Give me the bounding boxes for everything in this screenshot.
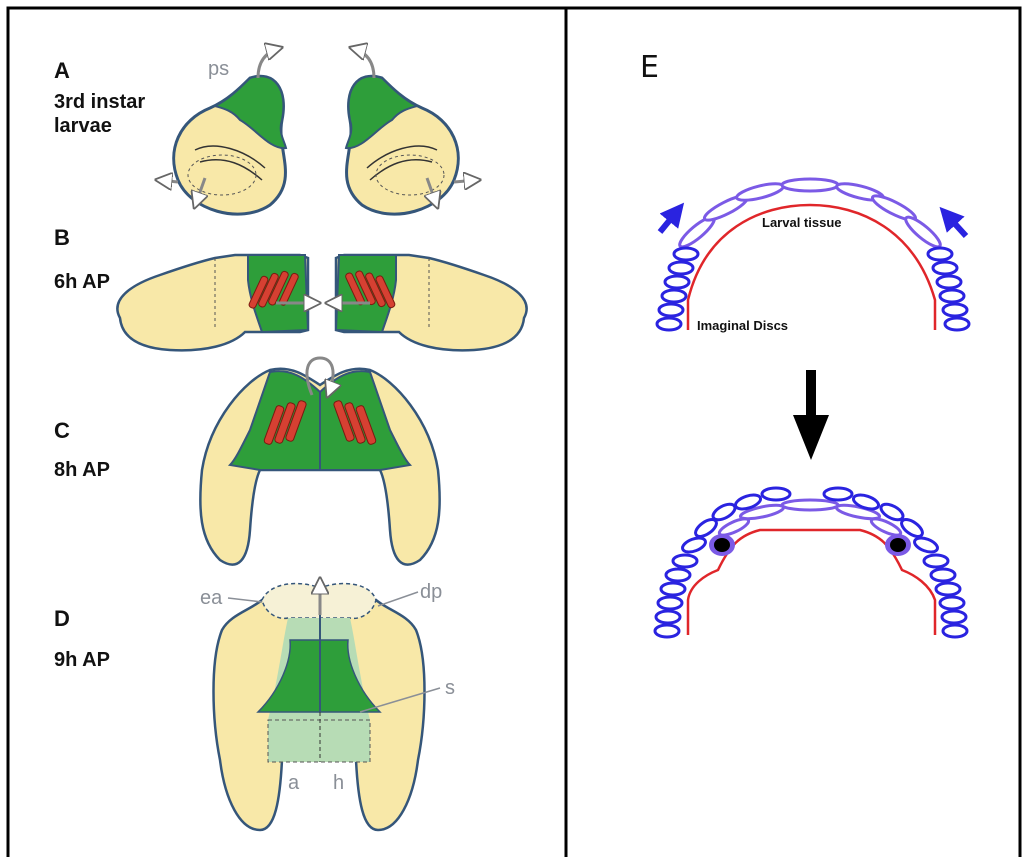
bottom-histolysing-cells: [709, 534, 911, 556]
label-imaginal-discs: Imaginal Discs: [697, 318, 788, 333]
label-larval-tissue: Larval tissue: [762, 215, 842, 230]
transition-arrow: [793, 370, 829, 460]
spreading-arrow-left: [660, 210, 678, 232]
spreading-arrow-right: [946, 214, 966, 236]
